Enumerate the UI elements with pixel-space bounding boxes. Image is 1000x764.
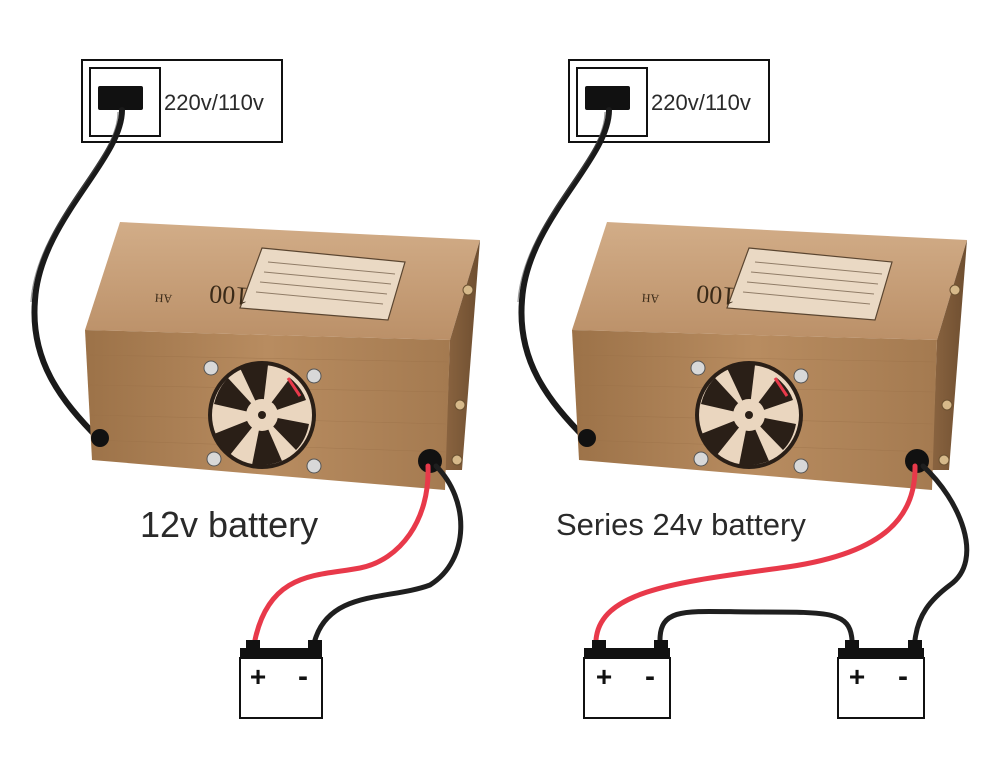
caption-24v-series: Series 24v battery: [556, 507, 806, 542]
diagram-24v-series: 220v/110v 100 AH: [517, 59, 970, 719]
series-link-wire: [657, 608, 855, 643]
positive-terminal-label: +: [849, 661, 865, 692]
screw-icons: [203, 360, 322, 474]
battery-icon: + -: [239, 640, 323, 719]
outlet-voltage-label: 220v/110v: [651, 90, 751, 115]
power-outlet: 220v/110v: [568, 59, 770, 143]
battery-charger: 100 AH: [85, 222, 480, 490]
positive-wire: [252, 463, 431, 643]
cooling-fan-icon: [695, 361, 803, 469]
diagram-12v: 220v/110v 100 AH: [30, 59, 480, 719]
battery-icon: + -: [837, 640, 925, 719]
negative-terminal-label: -: [645, 660, 655, 693]
power-cord: [31, 107, 125, 443]
negative-wire: [912, 463, 970, 643]
battery-icon: + -: [583, 640, 671, 719]
caption-12v: 12v battery: [140, 504, 318, 545]
negative-terminal-label: -: [298, 660, 308, 693]
charger-capacity-badge: 100: [208, 279, 249, 311]
positive-terminal-label: +: [250, 661, 266, 692]
power-outlet: 220v/110v: [81, 59, 283, 143]
screw-icons: [690, 360, 809, 474]
battery-charger: 100 AH: [572, 222, 967, 490]
cord-grommet: [578, 429, 596, 447]
charger-capacity-unit: AH: [641, 291, 660, 306]
power-cord: [518, 107, 612, 443]
charger-capacity-unit: AH: [154, 291, 173, 306]
negative-terminal-label: -: [898, 660, 908, 693]
positive-terminal-label: +: [596, 661, 612, 692]
charger-capacity-badge: 100: [695, 279, 736, 311]
plug-icon: [585, 86, 630, 110]
cord-grommet: [91, 429, 109, 447]
outlet-voltage-label: 220v/110v: [164, 90, 264, 115]
negative-wire: [312, 463, 464, 643]
positive-wire: [593, 463, 918, 643]
cooling-fan-icon: [208, 361, 316, 469]
plug-icon: [98, 86, 143, 110]
